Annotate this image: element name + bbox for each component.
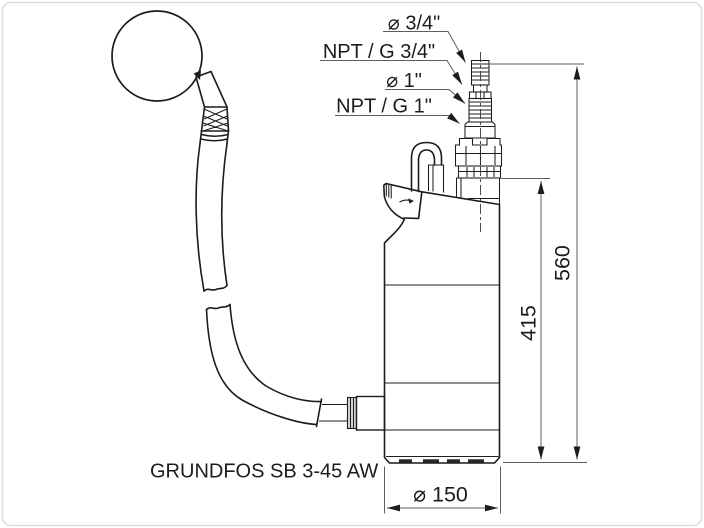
leader-lines <box>320 31 466 124</box>
dimension-text-150: ⌀ 150 <box>413 483 468 507</box>
gland-clamp-lines <box>349 398 355 428</box>
label-diameter-1: ⌀ 1" <box>386 70 422 92</box>
adapter-1in <box>464 121 496 139</box>
pump-body-outline <box>383 182 501 464</box>
gland-nipple <box>319 403 348 422</box>
label-thread-3-4: NPT / G 3/4" <box>323 41 435 63</box>
clip-arrow-head <box>408 198 414 204</box>
cable-braid <box>200 106 230 132</box>
union-nut-facets <box>455 146 502 165</box>
cable-tube-upper <box>195 142 228 292</box>
leader-thread-3-4 <box>320 60 463 85</box>
extension-lines <box>384 63 587 514</box>
leader-thread-1 <box>335 112 460 124</box>
leader-diameter-1 <box>385 89 466 104</box>
union-nut <box>454 137 503 167</box>
float-switch <box>111 10 386 431</box>
label-thread-1: NPT / G 1" <box>336 96 432 118</box>
carrying-handle <box>410 141 443 193</box>
hex-facets <box>475 92 485 99</box>
clip-hatch-lines <box>385 184 392 199</box>
cable-tube-bend <box>205 303 323 428</box>
float-ball <box>111 10 203 102</box>
pump <box>383 52 503 464</box>
dimension-text-415: 415 <box>517 305 541 341</box>
gland-clamp <box>346 396 358 430</box>
cable-upper-segment <box>195 70 228 108</box>
cable-braid-hatch <box>202 108 229 132</box>
label-diameter-3-4: ⌀ 3/4" <box>388 13 441 35</box>
dimension-text-560: 560 <box>551 245 575 281</box>
handle-base-block <box>427 164 445 193</box>
model-label: GRUNDFOS SB 3-45 AW <box>150 461 378 483</box>
cable-break-edges <box>203 284 231 311</box>
cable-collar-rings <box>199 130 230 145</box>
leader-diameter-3-4 <box>383 31 466 63</box>
discharge-fitting <box>454 59 503 205</box>
dimension-lines <box>384 63 587 514</box>
cable-anchor <box>193 70 201 80</box>
intake-slots <box>399 459 484 463</box>
thread-ring-facets <box>458 167 501 177</box>
body-section-lines <box>384 284 500 458</box>
gland-body <box>355 395 386 431</box>
cable-holder-clip <box>403 191 423 220</box>
